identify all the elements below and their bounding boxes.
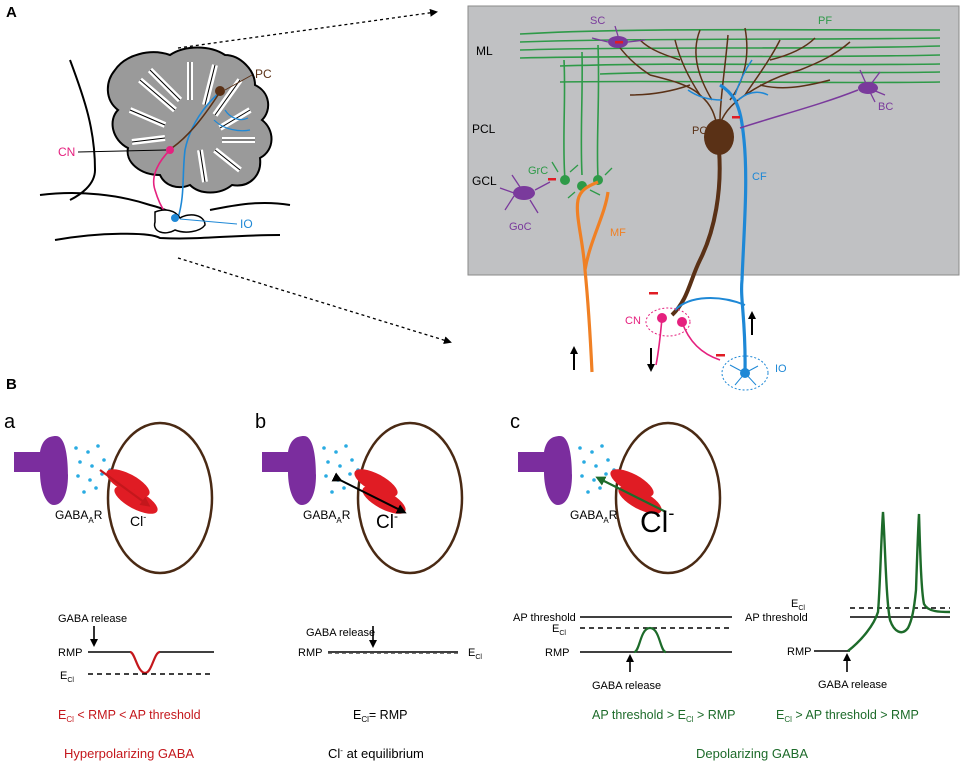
gaba-a-receptor [106, 469, 150, 497]
chloride-label-b: Cl- [376, 509, 398, 533]
panel-b-b-letter: b [255, 411, 266, 433]
cerebellar-circuit: ML PCL GCL SC PF BC PC CF GrC GoC MF CN … [467, 5, 960, 391]
zoom-arrow-top [177, 8, 438, 49]
cell-label-bc: BC [878, 101, 893, 113]
cell-label-mf: MF [610, 227, 626, 239]
receptor-label-c: GABAAR [570, 508, 618, 525]
relation-c2: ECl > AP threshold > RMP [776, 708, 919, 724]
relation-c1: AP threshold > ECl > RMP [592, 708, 736, 724]
panel-b-c-letter: c [510, 411, 520, 433]
brain-label-pc: PC [255, 67, 272, 81]
panel-b-c: c GABAAR Cl- AP threshold ECl RMP GABA r… [510, 411, 951, 761]
ap-threshold-label-2: AP threshold [745, 612, 808, 624]
chloride-label: Cl- [130, 512, 146, 529]
mossy-fiber [575, 180, 610, 373]
cell-label-pf: PF [818, 15, 832, 27]
panel-b-a-letter: a [4, 411, 16, 433]
cell-label-pc: PC [692, 125, 707, 137]
receptor-label-b: GABAAR [303, 508, 351, 525]
purkinje-dendrites [617, 27, 851, 131]
rmp-label-c1: RMP [545, 647, 569, 659]
cell-label-cf: CF [752, 171, 767, 183]
chloride-flow-arrow [99, 469, 151, 507]
cerebellum-sketch: PC CN IO [39, 46, 291, 241]
cell-label-cn: CN [625, 315, 641, 327]
layer-label-gcl: GCL [472, 174, 497, 188]
depolarizing-trace-2 [847, 511, 951, 652]
rmp-label-c2: RMP [787, 646, 811, 658]
cell-label-goc: GoC [509, 221, 532, 233]
postsynaptic-cell [106, 421, 214, 575]
brain-label-io: IO [240, 217, 253, 231]
chloride-efflux-arrow [595, 476, 667, 513]
presynaptic-terminal [14, 436, 68, 505]
layer-label-pcl: PCL [472, 122, 496, 136]
layer-label-ml: ML [476, 44, 493, 58]
panel-b-label: B [6, 376, 17, 393]
gaba-release-label-c1: GABA release [592, 680, 661, 692]
receptor-label: GABAAR [55, 508, 103, 525]
rmp-trace [88, 651, 214, 674]
title-a: Hyperpolarizing GABA [64, 746, 194, 761]
depolarizing-trace-1 [633, 626, 667, 654]
rmp-label: RMP [58, 647, 82, 659]
climbing-fiber [719, 83, 748, 373]
ap-threshold-label-1: AP threshold [513, 612, 576, 624]
cell-label-grc: GrC [528, 165, 548, 177]
brain-label-cn: CN [58, 145, 75, 159]
panel-a-label: A [6, 4, 17, 21]
cell-label-io: IO [775, 363, 787, 375]
purkinje-soma [704, 119, 734, 155]
title-b: Cl- at equilibrium [328, 746, 424, 761]
title-c: Depolarizing GABA [696, 746, 808, 761]
gaba-release-label-c2: GABA release [818, 679, 887, 691]
purkinje-axon [670, 149, 722, 317]
gaba-release-label: GABA release [58, 613, 127, 625]
relation-a: ECl < RMP < AP threshold [58, 708, 201, 724]
panel-b-a: a GABAAR Cl- GABA release RMP ECl ECl < … [4, 411, 214, 761]
gaba-release-label-b: GABA release [306, 627, 375, 639]
ecl-label-c1: ECl [552, 623, 566, 637]
rmp-label-b: RMP [298, 647, 322, 659]
ecl-label-b: ECl [468, 647, 482, 661]
ecl-label: ECl [60, 670, 74, 684]
chloride-bidirectional-arrow [331, 472, 407, 514]
gaba-vesicles [74, 444, 112, 494]
ecl-label-c2: ECl [791, 598, 805, 612]
relation-b: ECl= RMP [353, 708, 407, 724]
cell-label-sc: SC [590, 15, 605, 27]
panel-b-b: b GABAAR Cl- GABA release RMP ECl ECl= R… [255, 411, 482, 761]
chloride-label-c: Cl- [640, 503, 674, 539]
zoom-arrow-bottom [177, 257, 452, 345]
